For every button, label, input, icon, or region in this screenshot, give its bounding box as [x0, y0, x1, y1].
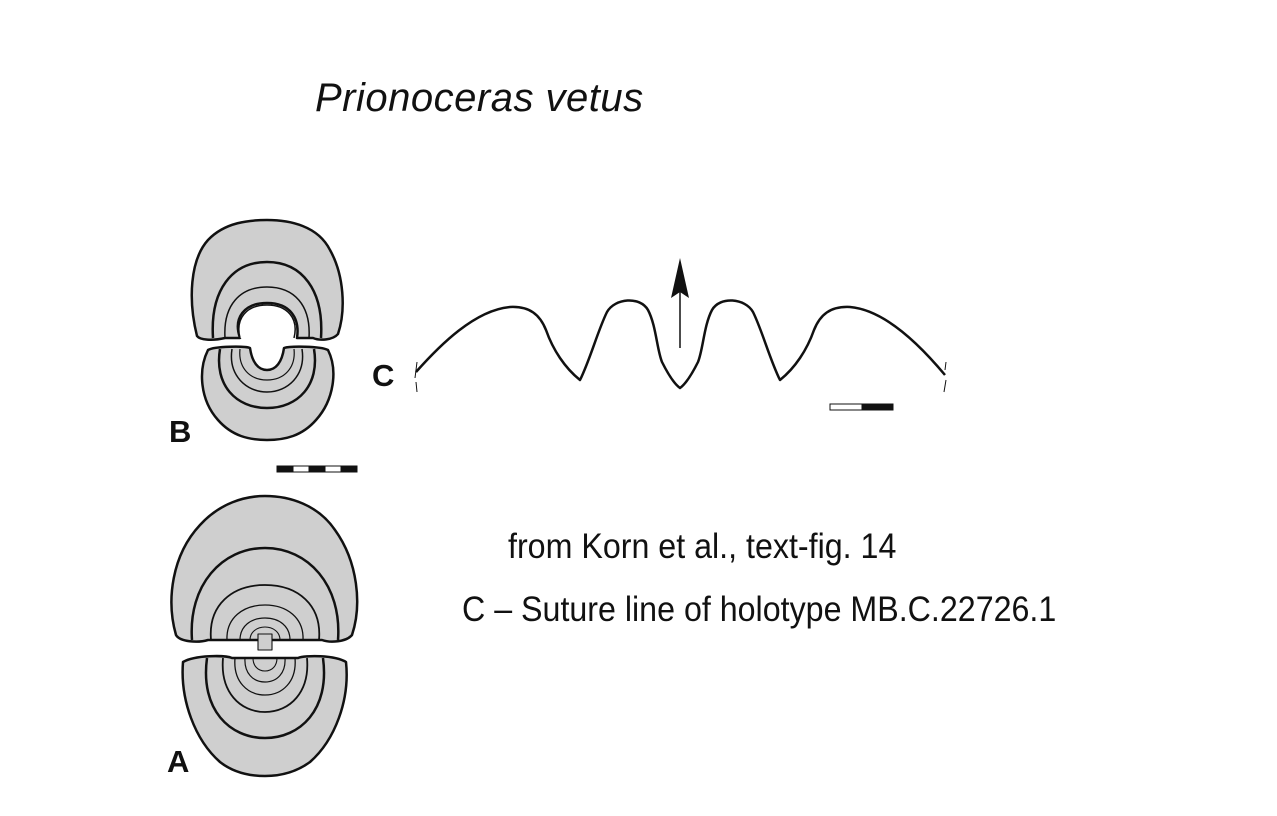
- caption-description: C – Suture line of holotype MB.C.22726.1: [462, 590, 1057, 629]
- venter-arrow-icon: [671, 258, 689, 348]
- scale-bar-c: [829, 403, 894, 411]
- specimen-b-upper-view: [190, 218, 344, 341]
- specimen-a-upper-view: [170, 494, 359, 651]
- label-c: C: [372, 358, 395, 393]
- label-b: B: [169, 414, 192, 449]
- species-title: Prionoceras vetus: [315, 76, 644, 120]
- suture-line: [414, 299, 947, 393]
- specimen-b-lower-view: [200, 345, 335, 442]
- caption-source: from Korn et al., text-fig. 14: [508, 527, 897, 566]
- label-a: A: [167, 744, 190, 779]
- scale-bar-ab: [276, 465, 358, 473]
- specimen-a-lower-view: [181, 654, 348, 778]
